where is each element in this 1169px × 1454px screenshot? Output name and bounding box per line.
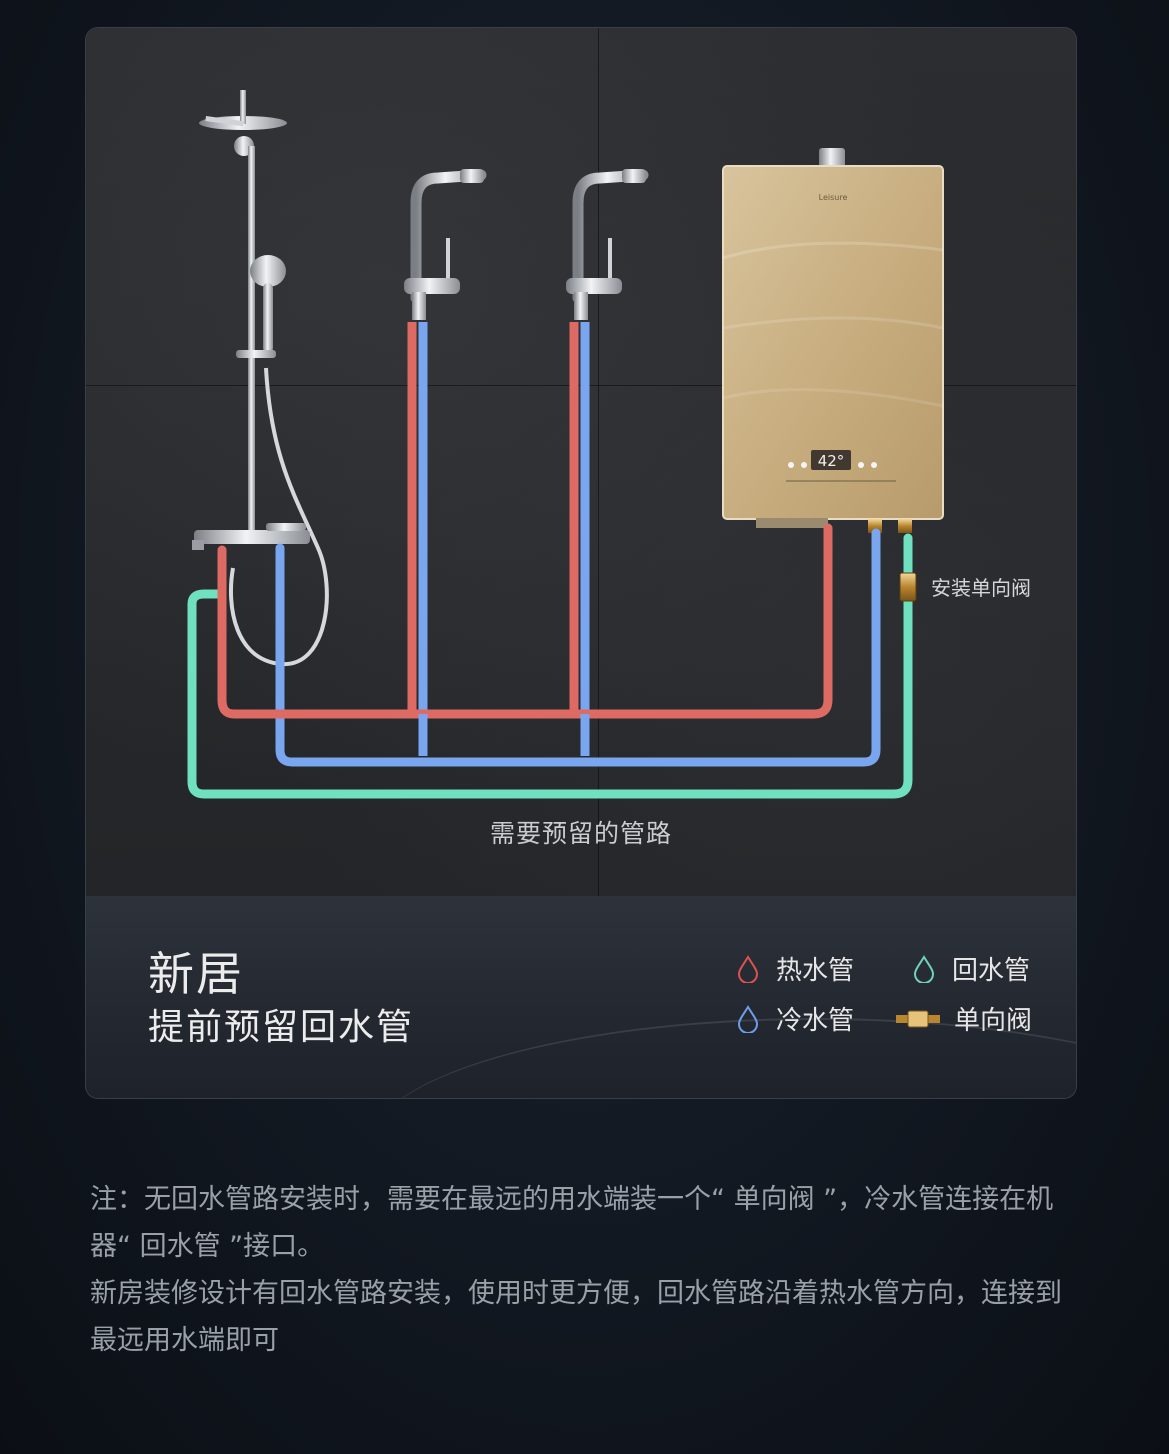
hot-water-drop-icon bbox=[734, 954, 762, 984]
check-valve-icon bbox=[896, 1004, 940, 1034]
legend-item-hot: 热水管 bbox=[734, 950, 854, 987]
pipe-caption: 需要预留的管路 bbox=[489, 819, 672, 848]
legend-label: 单向阀 bbox=[954, 1006, 1033, 1036]
gas-water-heater: Leisure 42° bbox=[722, 148, 944, 533]
legend-label: 回水管 bbox=[952, 956, 1031, 986]
installation-diagram-card: Leisure 42° 需要预留的管路 安装单向阀 新居 提前预留回水管 bbox=[86, 28, 1076, 1098]
shower-system bbox=[192, 90, 329, 667]
kitchen-faucet-left bbox=[404, 169, 487, 320]
return-water-drop-icon bbox=[910, 954, 938, 984]
legend-item-cold: 冷水管 bbox=[734, 1000, 854, 1037]
installation-note: 注：无回水管路安装时，需要在最远的用水端装一个“ 单向阀 ”，冷水管连接在机器“… bbox=[90, 1176, 1080, 1364]
cold-water-drop-icon bbox=[734, 1004, 762, 1034]
check-valve-label: 安装单向阀 bbox=[931, 576, 1031, 600]
section-subtitle: 提前预留回水管 bbox=[148, 1007, 415, 1048]
note-line-1: 注：无回水管路安装时，需要在最远的用水端装一个“ 单向阀 ”，冷水管连接在机器“… bbox=[90, 1184, 1054, 1262]
note-line-2: 新房装修设计有回水管路安装，使用时更方便，回水管路沿着热水管方向，连接到最远用水… bbox=[90, 1278, 1062, 1356]
check-valve bbox=[899, 572, 917, 602]
kitchen-faucet-right bbox=[566, 169, 649, 320]
legend-label: 热水管 bbox=[776, 956, 855, 986]
legend-item-valve: 单向阀 bbox=[896, 1000, 1032, 1037]
heater-brand-logo: Leisure bbox=[819, 193, 848, 202]
cold-water-pipe bbox=[275, 528, 881, 767]
section-title: 新居 bbox=[148, 947, 244, 1001]
tile-seam bbox=[598, 28, 599, 896]
return-water-pipe bbox=[187, 533, 913, 799]
plumbing-diagram: Leisure 42° bbox=[187, 90, 944, 799]
hot-water-pipe bbox=[217, 523, 833, 719]
heater-temperature-display: 42° bbox=[818, 452, 845, 470]
legend-item-return: 回水管 bbox=[910, 950, 1030, 987]
legend-label: 冷水管 bbox=[776, 1006, 855, 1036]
